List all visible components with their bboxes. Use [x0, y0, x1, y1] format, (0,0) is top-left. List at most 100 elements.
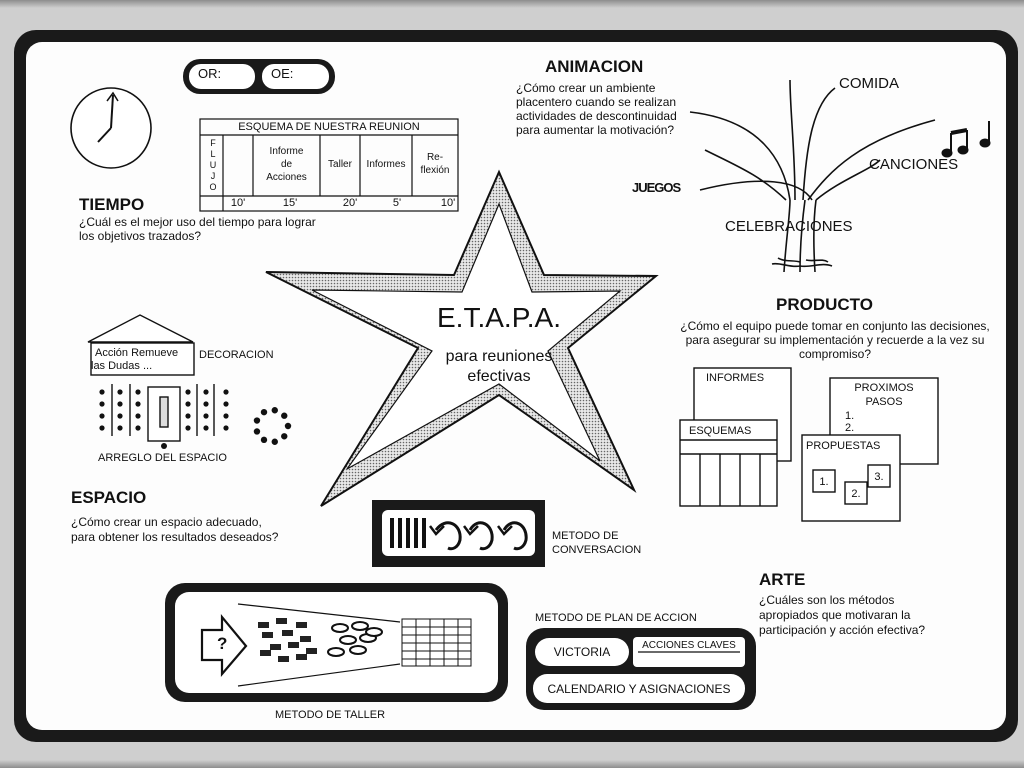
idea-card [306, 648, 317, 654]
propuestas-item-3: 3. [874, 471, 884, 483]
idea-cluster [331, 623, 349, 633]
schedule-header-cell: Informe [269, 145, 304, 157]
clock-icon [70, 87, 152, 169]
victoria-label: VICTORIA [553, 645, 611, 659]
seat-dot [253, 428, 261, 435]
idea-card [260, 650, 271, 656]
proximos-item-1: 1. [845, 410, 855, 422]
seat-dot [117, 413, 123, 419]
idea-card [278, 656, 289, 662]
workshop-question-mark: ? [217, 634, 228, 653]
idea-cluster [327, 647, 345, 657]
animacion-question-line: actividades de descontinuidad [516, 109, 677, 123]
idea-card [258, 622, 269, 628]
seat-dot [260, 408, 268, 416]
oe-label: OE: [271, 66, 294, 81]
brainstorm-cards-icon [258, 618, 383, 662]
tiempo-question-line2: los objetivos trazados? [79, 229, 202, 243]
esquemas-label: ESQUEMAS [689, 425, 752, 437]
schedule-header-cell: Re- [426, 152, 444, 163]
comida-label: COMIDA [839, 75, 899, 92]
conversation-bars-icon [390, 518, 426, 548]
star-inner [311, 202, 622, 470]
schedule-header-cell: Taller [328, 158, 352, 170]
decoracion-label: DECORACION [199, 349, 274, 361]
seat-dot [203, 413, 209, 419]
arte-title: ARTE [759, 570, 806, 589]
schedule-table-title: ESQUEMA DE NUESTRA REUNION [238, 121, 420, 133]
proximos-label-line1: PROXIMOS [854, 382, 914, 394]
idea-card [300, 636, 311, 642]
seat-dot [135, 425, 141, 431]
seat-dot [203, 401, 209, 407]
arte-question-line: participación y acción efectiva? [759, 623, 926, 637]
seat-dot [99, 425, 105, 431]
propuestas-item-2: 2. [851, 488, 861, 500]
propuestas-label: PROPUESTAS [806, 440, 881, 452]
seat-dot [99, 413, 105, 419]
seat-dot [117, 401, 123, 407]
workshop-arrow-icon [200, 613, 248, 677]
idea-card [270, 644, 281, 650]
animacion-title: ANIMACION [545, 57, 644, 76]
seat-dot [203, 425, 209, 431]
seat-dot [185, 413, 191, 419]
seat-dot [260, 436, 268, 444]
house-text-line2: las Dudas ... [91, 360, 153, 372]
workshop-funnel-lines [237, 603, 401, 687]
idea-card [296, 622, 307, 628]
workshop-grid-icon [401, 618, 472, 667]
seat-dot [223, 389, 229, 395]
seat-dot [281, 433, 288, 440]
idea-card [296, 654, 307, 660]
acciones-claves-label: ACCIONES CLAVES [642, 640, 736, 651]
seat-dot [135, 389, 141, 395]
producto-title: PRODUCTO [776, 295, 873, 314]
proximos-item-2: 2. [845, 422, 855, 434]
espacio-title: ESPACIO [71, 488, 147, 507]
plan-title: METODO DE PLAN DE ACCION [535, 612, 697, 624]
idea-cluster [349, 645, 367, 655]
seat-dot [253, 417, 261, 424]
workshop-method-inner [175, 592, 498, 693]
tiempo-title: TIEMPO [79, 195, 145, 214]
idea-card [288, 642, 299, 648]
tiempo-question-line1: ¿Cuál es el mejor uso del tiempo para lo… [79, 215, 316, 229]
idea-cluster [351, 621, 369, 631]
celebration-tree-icon [689, 79, 936, 273]
or-oval [189, 64, 255, 89]
schedule-header-cell: Informes [366, 158, 406, 170]
music-notes-icon [941, 121, 991, 158]
arreglo-label: ARREGLO DEL ESPACIO [98, 452, 227, 464]
conversacion-label-line1: METODO DE [552, 530, 619, 542]
informes-label: INFORMES [706, 372, 765, 384]
producto-question-line: compromiso? [798, 347, 872, 361]
victoria-oval [535, 638, 629, 666]
reflection-arrows-icon [429, 521, 528, 551]
etapa-title: E.T.A.P.A. [437, 302, 561, 333]
seat-dot [185, 401, 191, 407]
producto-question-line: para asegurar su implementación y recuer… [685, 333, 985, 347]
idea-card [282, 630, 293, 636]
seat-dot [203, 389, 209, 395]
celebraciones-label: CELEBRACIONES [725, 218, 853, 235]
schedule-time-cell: 15' [282, 197, 298, 209]
seat-dot [99, 401, 105, 407]
espacio-question-line2: para obtener los resultados deseados? [71, 530, 279, 544]
propuestas-item-1: 1. [819, 476, 829, 488]
conversacion-label-line2: CONVERSACION [552, 544, 642, 556]
schedule-header-cell: flexión [420, 165, 450, 176]
house-text-line1: Acción Remueve [95, 347, 179, 359]
schedule-time-cell: 10' [440, 197, 456, 209]
seat-dot [185, 389, 191, 395]
house-icon [87, 314, 195, 376]
seat-dot [135, 413, 141, 419]
etapa-subtitle-line2: efectivas [467, 368, 531, 385]
animacion-question-line: placentero cuando se realizan [516, 95, 677, 109]
juegos-label: JUEGOS [632, 180, 681, 195]
seat-dot [223, 413, 229, 419]
seat-dot [135, 401, 141, 407]
